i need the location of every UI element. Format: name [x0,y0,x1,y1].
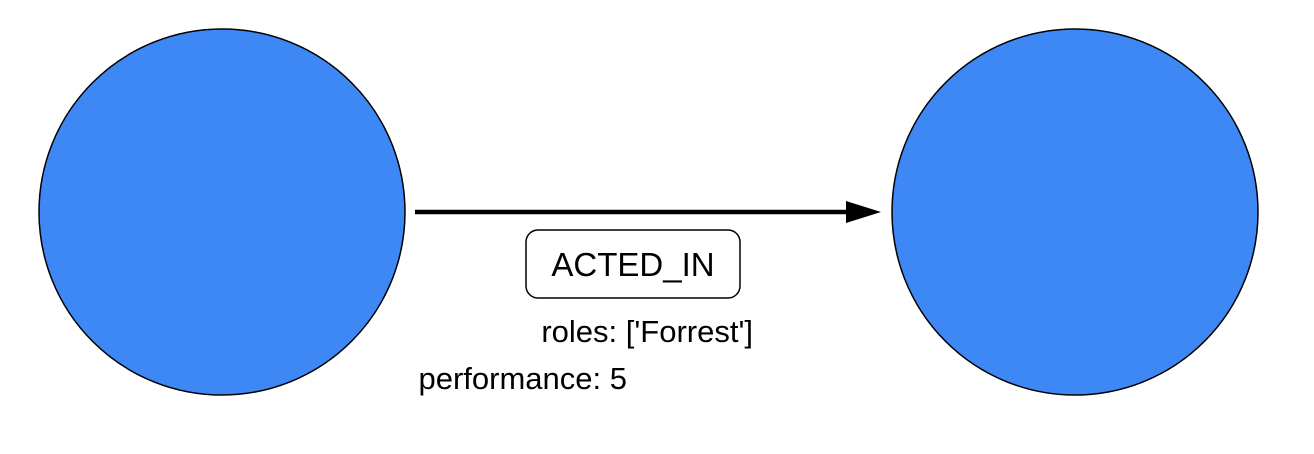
source-node[interactable] [38,28,406,396]
target-node[interactable] [891,28,1259,396]
arrow-head-icon [846,201,881,223]
relationship-property-performance: performance: 5 [419,361,628,396]
relationship-arrow[interactable] [415,201,881,223]
relationship-type-box [525,229,741,299]
relationship-type-text: ACTED_IN [551,246,714,283]
relationship-type-label[interactable]: ACTED_IN [525,229,741,299]
relationship-property-roles: roles: ['Forrest'] [541,314,753,349]
